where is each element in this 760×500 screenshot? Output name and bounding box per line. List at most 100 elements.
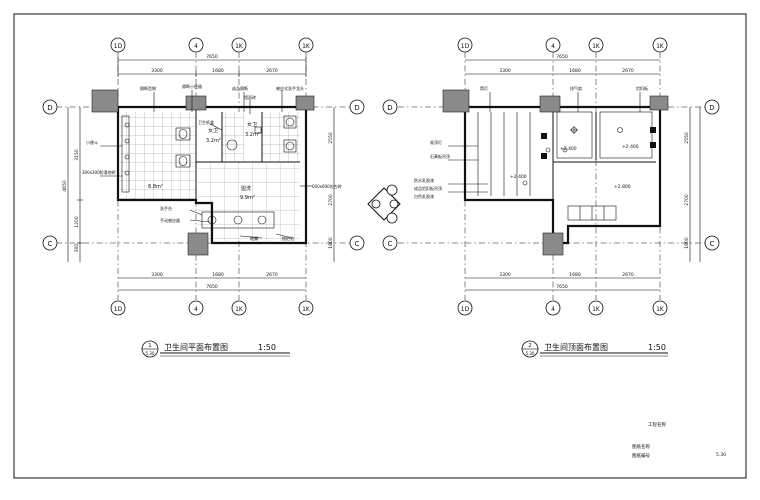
left-dim-left-1: 3150	[74, 149, 80, 161]
left-dims-right: 2550 2700 1800	[328, 107, 335, 262]
right-axis-d: D	[387, 104, 392, 112]
right-axis-c: C	[388, 240, 393, 248]
left-dim-right-1: 2550	[328, 132, 334, 144]
right-dims-top: 7650 3300 1680 2670	[465, 54, 660, 75]
sheet-border	[13, 13, 747, 479]
left-axis-c-r: C	[355, 240, 360, 248]
left-column-4	[187, 232, 209, 256]
right-drawing-title: 2 5.30 卫生间顶面布置图 1:50	[521, 340, 668, 358]
left-room-women1-name: 女卫	[208, 127, 218, 134]
title-block-line1: 工程名称	[648, 421, 666, 428]
right-column-3	[649, 95, 669, 111]
right-slats	[477, 112, 531, 196]
right-title: 卫生间顶面布置图	[544, 342, 608, 352]
right-axis-bot-3: 1K	[592, 306, 601, 313]
right-axis-bot-1: 1D	[461, 306, 470, 313]
right-dims-bottom: 3300 1680 2670 7650	[465, 272, 660, 291]
left-note-3: 小便斗	[86, 139, 98, 145]
left-note-11: 墙面砖	[244, 94, 256, 100]
right-index-sheet: 5.30	[526, 351, 535, 356]
left-axis-top-3: 1K	[235, 43, 244, 50]
right-axis-bottom: 1D 4 1K 1K	[457, 300, 668, 316]
right-dim-bot-2: 1680	[569, 272, 581, 278]
left-dims-top: 7650 3300 1680 2670	[117, 54, 307, 77]
right-column-2	[539, 95, 561, 113]
right-axis-top-3: 1K	[592, 43, 601, 50]
left-room-women1-area: 3.2m²	[206, 138, 221, 144]
left-dim-right-2: 2700	[328, 194, 334, 206]
right-column-1	[442, 89, 470, 113]
section-marker	[367, 184, 401, 224]
title-block-line3: 图纸编号	[632, 452, 650, 459]
left-note-0: 隔断型钢	[140, 85, 156, 91]
left-dim-bot-3: 2670	[266, 272, 278, 278]
right-level-2: +2.400	[622, 144, 639, 150]
left-women-floor-a	[222, 112, 244, 162]
left-dim-left-total: 4650	[62, 180, 68, 192]
right-index-num: 2	[528, 343, 531, 349]
left-dim-top-3: 2670	[266, 68, 278, 74]
right-dim-top-total: 7650	[556, 54, 568, 60]
right-axis-top-2: 4	[551, 43, 555, 50]
left-axis-bottom: 1D 4 1K 1K	[110, 300, 314, 316]
left-dims-left: 4650 3150 1200 300	[62, 107, 83, 262]
left-axis-top: 1D 4 1K 1K	[110, 37, 314, 300]
left-dim-top-2: 1680	[212, 68, 224, 74]
right-axis-c-r: C	[710, 240, 715, 248]
right-note-7: 白色乳胶漆	[414, 193, 434, 199]
right-note-4: 石膏板吊顶	[430, 153, 450, 159]
right-dim-top-1: 3300	[499, 68, 511, 74]
right-dim-bot-3: 2670	[622, 272, 634, 278]
left-axis-top-1: 1D	[114, 43, 123, 50]
left-fixtures	[121, 115, 297, 229]
left-dim-right-3: 1800	[328, 237, 334, 249]
left-note-7: 600x600仿古砖	[312, 183, 342, 189]
right-note-1: 排气扇	[570, 85, 582, 91]
right-level-3: +2.400	[510, 174, 527, 180]
left-women-floor-b	[262, 112, 300, 162]
title-block: 工程名称 图纸名称 图纸编号 5.30	[632, 421, 726, 459]
right-note-2: 铝扣板	[636, 85, 648, 91]
left-leaders	[100, 90, 312, 239]
left-note-8: 地漏	[250, 235, 258, 241]
right-scale: 1:50	[648, 343, 666, 352]
left-axis-d: D	[47, 104, 52, 112]
right-column-4	[542, 232, 564, 256]
right-level-1: +2.400	[560, 146, 577, 152]
left-dim-left-2: 1200	[74, 216, 80, 228]
right-dim-right-1: 2550	[684, 132, 690, 144]
left-index-num: 1	[148, 343, 151, 349]
right-dim-top-3: 2670	[622, 68, 634, 74]
left-note-1: 隔断小便器	[182, 83, 202, 89]
right-axis-bot-4: 1K	[656, 306, 665, 313]
left-dim-bot-2: 1680	[212, 272, 224, 278]
left-column-1	[91, 89, 119, 113]
left-axis-top-4: 1K	[302, 43, 311, 50]
title-block-sheet-no: 5.30	[716, 452, 726, 458]
left-dim-top-1: 3300	[151, 68, 163, 74]
right-dim-bot-total: 7650	[556, 284, 568, 290]
left-note-6: 手动感应器	[160, 217, 180, 223]
left-axis-c: C	[48, 240, 53, 248]
left-room-men-area: 8.8m²	[148, 184, 163, 190]
left-axis-bot-4: 1K	[302, 306, 311, 313]
right-dim-bot-1: 3300	[499, 272, 511, 278]
right-leaders	[448, 92, 641, 193]
right-note-6: 成品铝扣板吊顶	[414, 185, 442, 191]
left-axis-bot-1: 1D	[114, 306, 123, 313]
title-block-line2: 图纸名称	[632, 443, 650, 450]
left-dim-top-total: 7650	[206, 54, 218, 60]
right-dim-right-3: 1800	[684, 237, 690, 249]
left-dim-left-3: 300	[74, 244, 80, 253]
left-dims-bottom: 3300 1680 2670 7650	[118, 272, 306, 291]
left-note-4: 成品隔断	[232, 85, 248, 91]
right-dims-right: 2550 2700 1800	[684, 107, 701, 262]
right-axis-top: 1D 4 1K 1K	[457, 37, 668, 300]
right-axis-top-1: 1D	[461, 43, 470, 50]
left-room-women2-name: 女卫	[247, 121, 257, 128]
right-dim-top-2: 1680	[569, 68, 581, 74]
left-axis-top-2: 4	[194, 43, 198, 50]
left-axis-d-r: D	[354, 104, 359, 112]
right-note-5: 防水乳胶漆	[414, 177, 434, 183]
